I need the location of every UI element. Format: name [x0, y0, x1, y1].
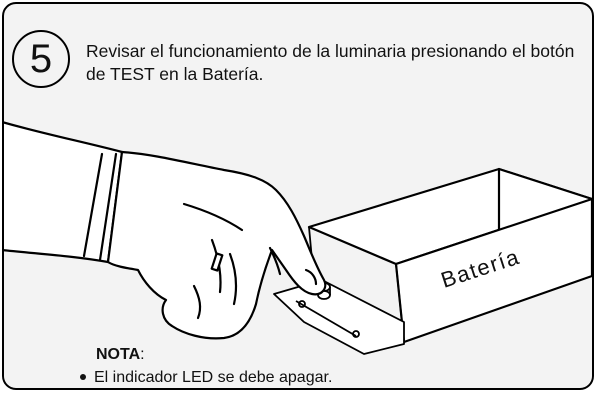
- note-heading: NOTA:: [96, 346, 145, 364]
- note-colon: :: [140, 346, 145, 363]
- bullet-icon: [80, 373, 86, 380]
- step-instruction: Revisar el funcionamiento de la luminari…: [86, 41, 575, 84]
- illustration: Batería: [4, 121, 592, 355]
- mounting-plate: [273, 279, 405, 355]
- hand: [4, 121, 327, 340]
- battery-box: [307, 167, 592, 344]
- note-title: NOTA: [96, 346, 141, 363]
- step-number-badge: 5: [12, 30, 70, 88]
- instruction-card: Batería 5 Revisar el funcionamiento de l…: [2, 2, 594, 390]
- note-bullet-text: El indicador LED se debe apagar.: [94, 369, 333, 386]
- step-number: 5: [29, 37, 53, 81]
- note-bullet-item: El indicador LED se debe apagar.: [80, 369, 332, 387]
